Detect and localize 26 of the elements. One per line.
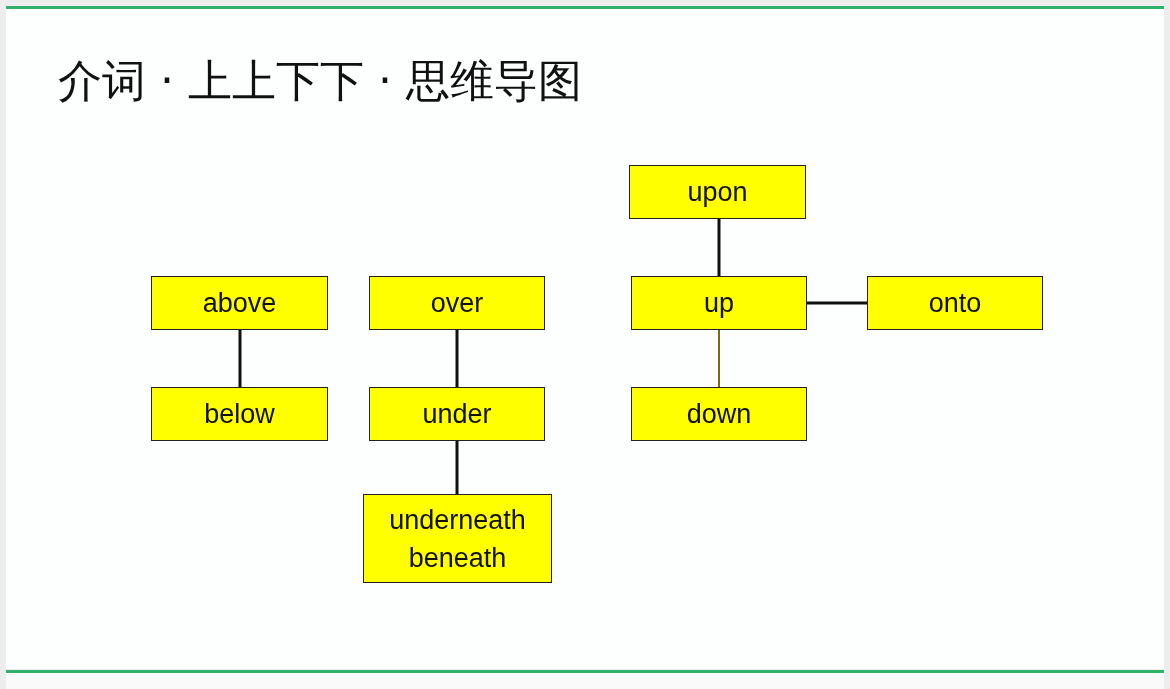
word-box	[151, 276, 328, 330]
word-label: upon	[687, 176, 748, 209]
word-box	[631, 387, 807, 441]
word-label: onto	[928, 287, 982, 320]
word-label: under	[422, 398, 492, 431]
word-box	[363, 494, 552, 583]
connector-line	[807, 301, 867, 305]
title: 介词 · 上上下下 · 思维导图	[58, 54, 582, 108]
connector-line	[455, 330, 459, 387]
connector-line	[717, 219, 721, 276]
word-box	[629, 165, 806, 219]
word-label: above	[202, 287, 277, 320]
word-box	[369, 387, 545, 441]
connector-line	[718, 329, 720, 388]
word-label: below	[204, 398, 275, 431]
word-label: up	[703, 287, 734, 320]
word-label: beneath	[408, 541, 507, 575]
word-box	[867, 276, 1043, 330]
word-label: underneath	[389, 503, 526, 537]
connector-line	[455, 441, 459, 494]
connector-line	[238, 330, 242, 387]
word-box	[631, 276, 807, 330]
word-label: down	[686, 398, 752, 431]
word-box	[151, 387, 328, 441]
word-box	[369, 276, 545, 330]
word-label: over	[430, 287, 484, 320]
